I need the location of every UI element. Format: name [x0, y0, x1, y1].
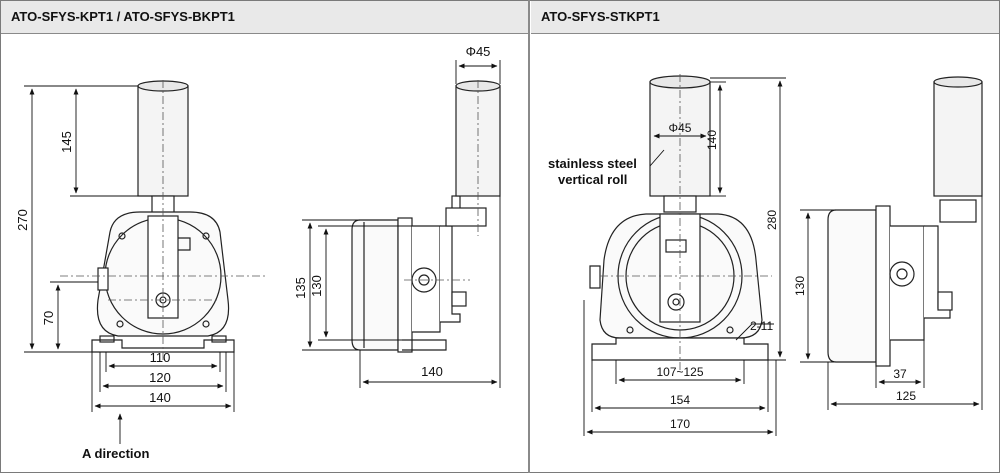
- panel-divider: [528, 0, 530, 473]
- dim-110: 110: [150, 350, 171, 365]
- dim-125: 125: [896, 389, 916, 403]
- dim-270: 270: [15, 209, 30, 231]
- roll-label-line2: vertical roll: [558, 172, 627, 187]
- dim-170: 170: [670, 417, 690, 431]
- dim-140-side: 140: [421, 364, 443, 379]
- dim-2-11: 2-11: [750, 319, 773, 333]
- dim-70: 70: [41, 311, 56, 325]
- dim-140: 140: [705, 130, 719, 150]
- dim-140: 140: [149, 390, 171, 405]
- roll-label-line1: stainless steel: [548, 156, 637, 171]
- lever-shape: [147, 215, 179, 319]
- panel-header: ATO-SFYS-KPT1 / ATO-SFYS-BKPT1: [1, 1, 528, 34]
- drawing-left: 145 270 70 110 120 140 A direction: [15, 44, 501, 461]
- dim-154: 154: [670, 393, 690, 407]
- side-view: [351, 80, 501, 353]
- panel-title: ATO-SFYS-KPT1 / ATO-SFYS-BKPT1: [11, 9, 235, 24]
- panel-stkpt1: ATO-SFYS-STKPT1: [530, 0, 1000, 473]
- dim-130: 130: [309, 275, 324, 297]
- dim-37: 37: [893, 367, 907, 381]
- dim-130: 130: [793, 276, 807, 296]
- panel-header: ATO-SFYS-STKPT1: [531, 1, 999, 34]
- dim-phi45: Φ45: [466, 44, 491, 59]
- dim-135: 135: [293, 277, 308, 299]
- drawing-right: Φ45 140 280 stainless steel vertical rol…: [548, 74, 983, 436]
- panel-title: ATO-SFYS-STKPT1: [541, 9, 660, 24]
- panel-kpt1-bkpt1: ATO-SFYS-KPT1 / ATO-SFYS-BKPT1: [1, 1, 528, 461]
- dim-145: 145: [59, 131, 74, 153]
- dim-280: 280: [765, 210, 779, 230]
- dim-phi45: Φ45: [669, 121, 692, 135]
- a-direction-label: A direction: [82, 446, 149, 461]
- front-view: [589, 75, 769, 361]
- side-view: [827, 76, 983, 367]
- dim-107-125: 107~125: [656, 365, 703, 379]
- dim-120: 120: [149, 370, 171, 385]
